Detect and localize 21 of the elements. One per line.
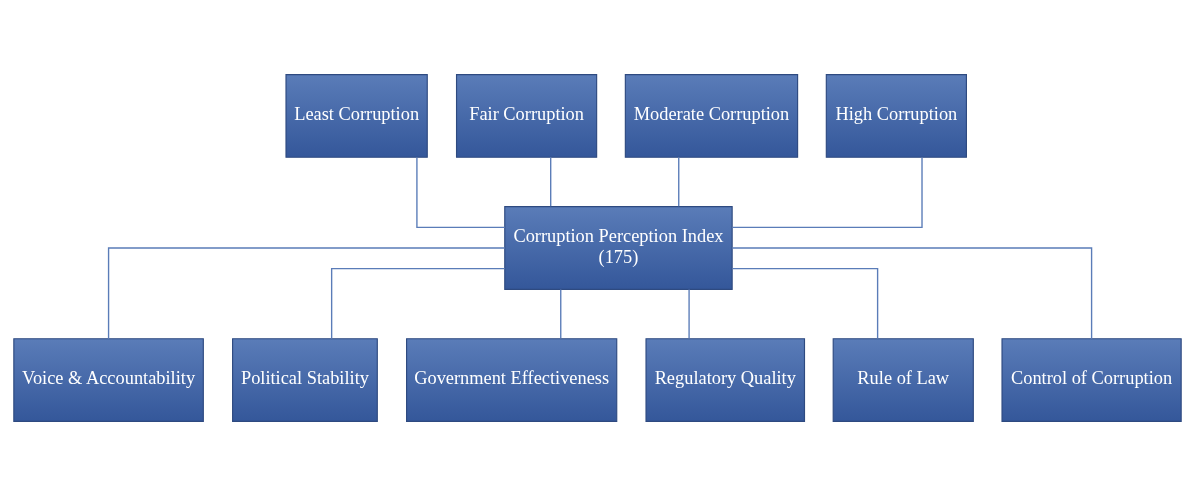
connector [560,288,562,339]
node-box: Corruption Perception Index (175) [504,206,733,290]
node-box: Moderate Corruption [624,74,799,158]
node-box: Voice & Accountability [13,338,204,422]
connector [107,247,506,340]
node-box: Least Corruption [285,74,428,158]
connector [731,156,923,228]
connector [688,288,690,339]
node-box: Regulatory Quality [645,338,806,422]
connector [330,268,506,340]
node-box: Control of Corruption [1001,338,1182,422]
node-box: Political Stability [232,338,378,422]
connector [678,156,680,207]
connector [550,156,552,207]
connector [416,156,506,228]
connector [731,247,1093,340]
node-box: Rule of Law [832,338,974,422]
connector [731,268,879,340]
node-box: Fair Corruption [455,74,598,158]
node-box: Government Effectiveness [406,338,618,422]
node-box: High Corruption [825,74,967,158]
